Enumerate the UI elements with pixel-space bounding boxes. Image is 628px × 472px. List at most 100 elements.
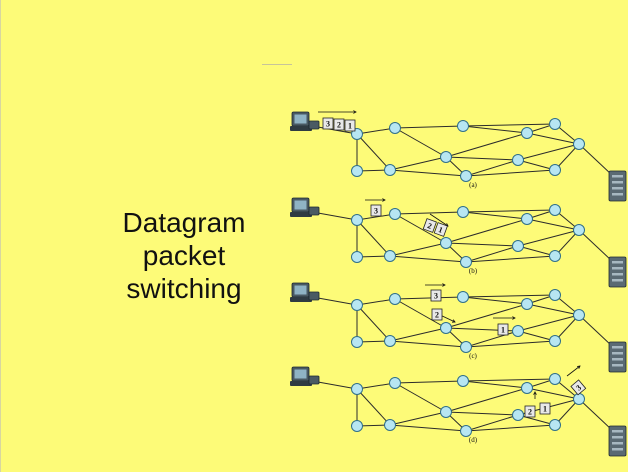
network-link [445,387,528,413]
switch-node [457,375,469,387]
packet: 2 [333,118,345,131]
switch-node [440,322,452,334]
network-link [462,378,556,382]
network-link [526,303,580,316]
packet: 1 [344,119,356,132]
server-slot [612,261,623,264]
network-link [517,159,556,171]
network-link [462,123,556,127]
server-link [578,143,613,176]
arrow-head [533,391,537,395]
switch-node [384,335,396,347]
switch-node [521,213,533,225]
network-link [356,133,391,171]
server-slot [612,448,623,451]
packet-label: 1 [437,225,444,235]
server-slot [612,279,623,282]
server-link [578,314,613,347]
switch-node [512,154,524,166]
network-link [356,298,396,306]
arrow-head [382,198,386,202]
keyboard-shape [290,297,312,302]
packet: 1 [433,222,448,237]
switch-node [351,251,363,263]
switch-node [549,204,561,216]
switch-node [389,293,401,305]
switch-node [384,419,396,431]
switch-node [351,165,363,177]
packet-label: 1 [348,122,352,131]
packet: 1 [497,323,509,336]
network-link [465,255,556,263]
network-link [465,340,556,348]
switch-node [521,382,533,394]
network-link [389,340,467,348]
server-slot [612,273,623,276]
server-slot [612,430,623,433]
switch-node [384,164,396,176]
switch-node [549,118,561,130]
network-link [394,211,464,215]
packet-label: 3 [326,120,330,129]
network-link [465,330,519,348]
network-link [394,125,464,129]
network-link [526,387,580,400]
network-panel: (c)321 [290,282,627,373]
server-slot [612,193,623,196]
switch-node [457,291,469,303]
host-computer-icon [290,197,320,217]
network-link [389,242,447,257]
packet-label: 2 [528,408,532,417]
screen-shape [294,114,307,124]
switch-node [351,420,363,432]
switch-node [549,289,561,301]
network-link [465,414,519,432]
packet-label: 1 [543,405,547,414]
network-link [462,296,528,305]
network-link [389,424,467,432]
switch-node [549,373,561,385]
network-link [465,169,556,177]
network-link [356,127,396,135]
network-link [462,380,528,389]
server-link [578,398,613,431]
server-slot [612,187,623,190]
network-link [356,388,391,426]
switch-node [549,335,561,347]
network-link [462,125,528,134]
panel-caption: (c) [469,352,477,360]
switch-node [351,383,363,395]
switch-node [440,151,452,163]
network-link [445,411,519,416]
packet: 2 [524,405,536,418]
server-slot [612,181,623,184]
panel-caption: (b) [469,267,478,275]
host-link [317,381,358,390]
network-link [517,414,556,426]
network-link [445,242,519,247]
switch-node [521,298,533,310]
packet-label: 2 [435,311,439,320]
network-link [462,294,556,298]
network-link [445,132,528,158]
server-icon [608,170,627,202]
network-link [389,255,467,263]
keyboard-shape [290,126,312,131]
switch-node [573,393,585,405]
server-slot [612,175,623,178]
network-link [517,245,556,257]
switch-node [573,309,585,321]
switch-node [512,240,524,252]
network-link [356,304,391,342]
panel-caption: (d) [469,436,478,444]
packet-label: 1 [501,326,505,335]
switch-node [389,208,401,220]
server-slot [612,358,623,361]
host-link [317,212,358,221]
packet-box [344,119,356,132]
packet: 3 [370,204,382,217]
packet: 3 [322,117,334,130]
case-shape [308,120,320,130]
